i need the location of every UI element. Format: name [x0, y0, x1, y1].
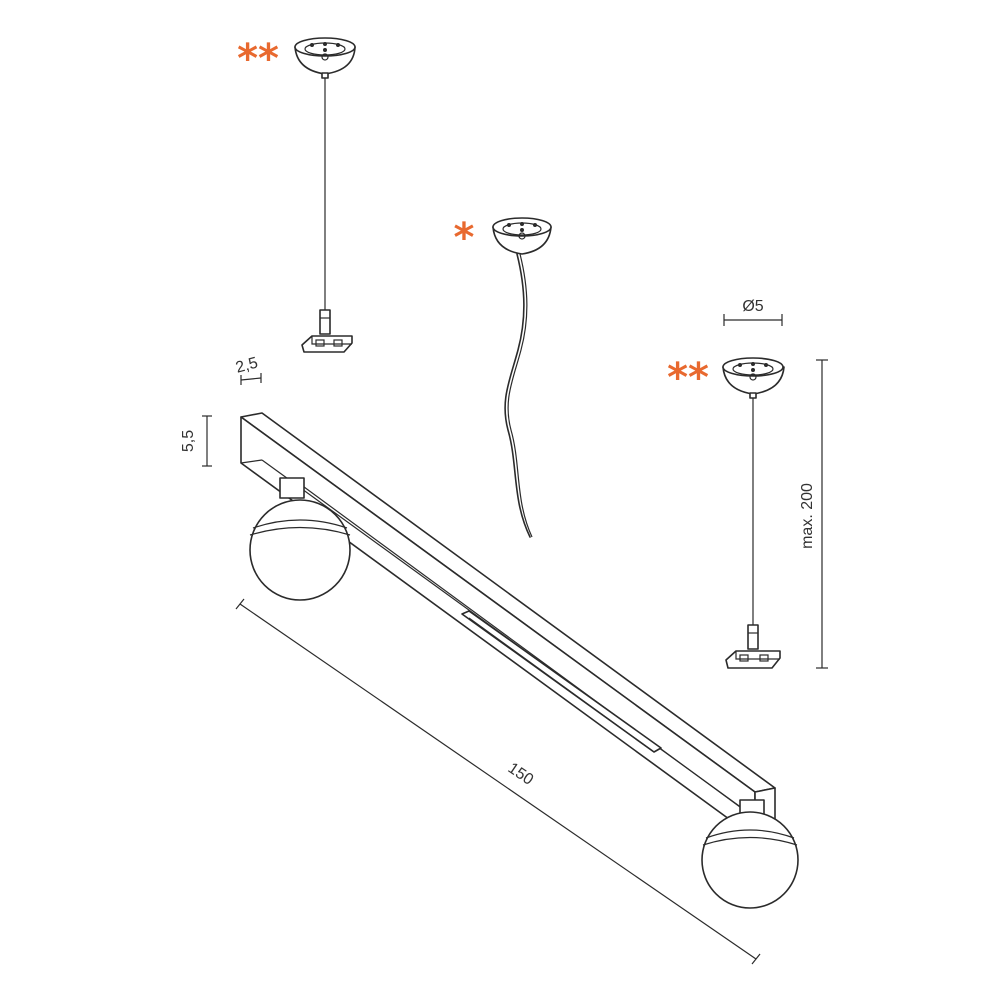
marker-double-right: **: [667, 355, 709, 401]
track-clip-left: [301, 309, 353, 353]
dimension-profile-height: 5,5: [180, 415, 212, 467]
dimension-label-profile-width: 2,5: [234, 355, 260, 377]
dimension-label-length: 150: [505, 760, 537, 789]
globe-spot-left: [249, 477, 351, 601]
dimension-label-profile-height: 5,5: [180, 430, 197, 452]
dimension-suspension-max: max. 200: [799, 359, 828, 669]
canopy-right: [722, 357, 785, 399]
marker-double-left: **: [237, 36, 279, 82]
marker-single-middle: *: [454, 215, 475, 261]
canopy-left: [294, 37, 356, 79]
dimension-profile-width: 2,5: [234, 355, 262, 385]
suspension-kit-middle: [492, 217, 552, 538]
power-cable: [504, 253, 531, 538]
track-profile: [240, 412, 776, 839]
canopy-middle: [492, 217, 552, 255]
dimension-label-canopy-diameter: Ø5: [742, 298, 763, 315]
dimension-canopy-diameter: Ø5: [723, 298, 783, 326]
suspension-kit-left: [294, 37, 356, 353]
track-clip-right: [725, 624, 781, 669]
globe-spot-right: [701, 799, 799, 909]
suspension-kit-right: [722, 357, 785, 669]
dimension-label-suspension-max: max. 200: [799, 483, 816, 549]
